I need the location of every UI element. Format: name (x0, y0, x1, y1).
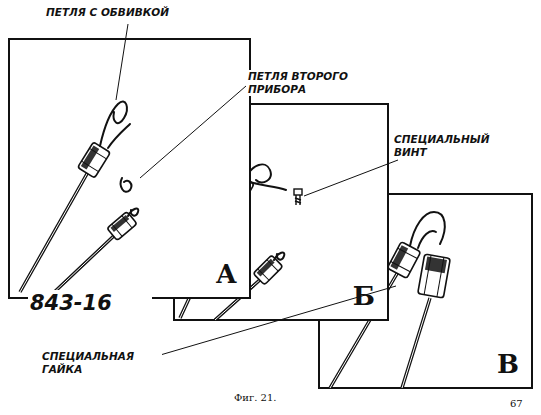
panel-letter: А (216, 261, 249, 297)
panel-letter: Б (353, 283, 387, 319)
drawing-number: 843-16 (28, 290, 152, 316)
page-number: 67 (508, 398, 540, 411)
view-panel: А (8, 38, 251, 299)
cable-illustration (8, 38, 251, 299)
callout-label: ПЕТЛЯ С ОБВИВКОЙ (44, 6, 248, 19)
callout-label: ПЕТЛЯ ВТОРОГО ПРИБОРА (246, 70, 378, 96)
panel-letter: В (497, 351, 531, 387)
figure-caption: Фиг. 21. (232, 392, 316, 405)
callout-label: СПЕЦИАЛЬНЫЙ ВИНТ (392, 133, 526, 159)
callout-label: СПЕЦИАЛЬНАЯ ГАЙКА (40, 350, 162, 376)
